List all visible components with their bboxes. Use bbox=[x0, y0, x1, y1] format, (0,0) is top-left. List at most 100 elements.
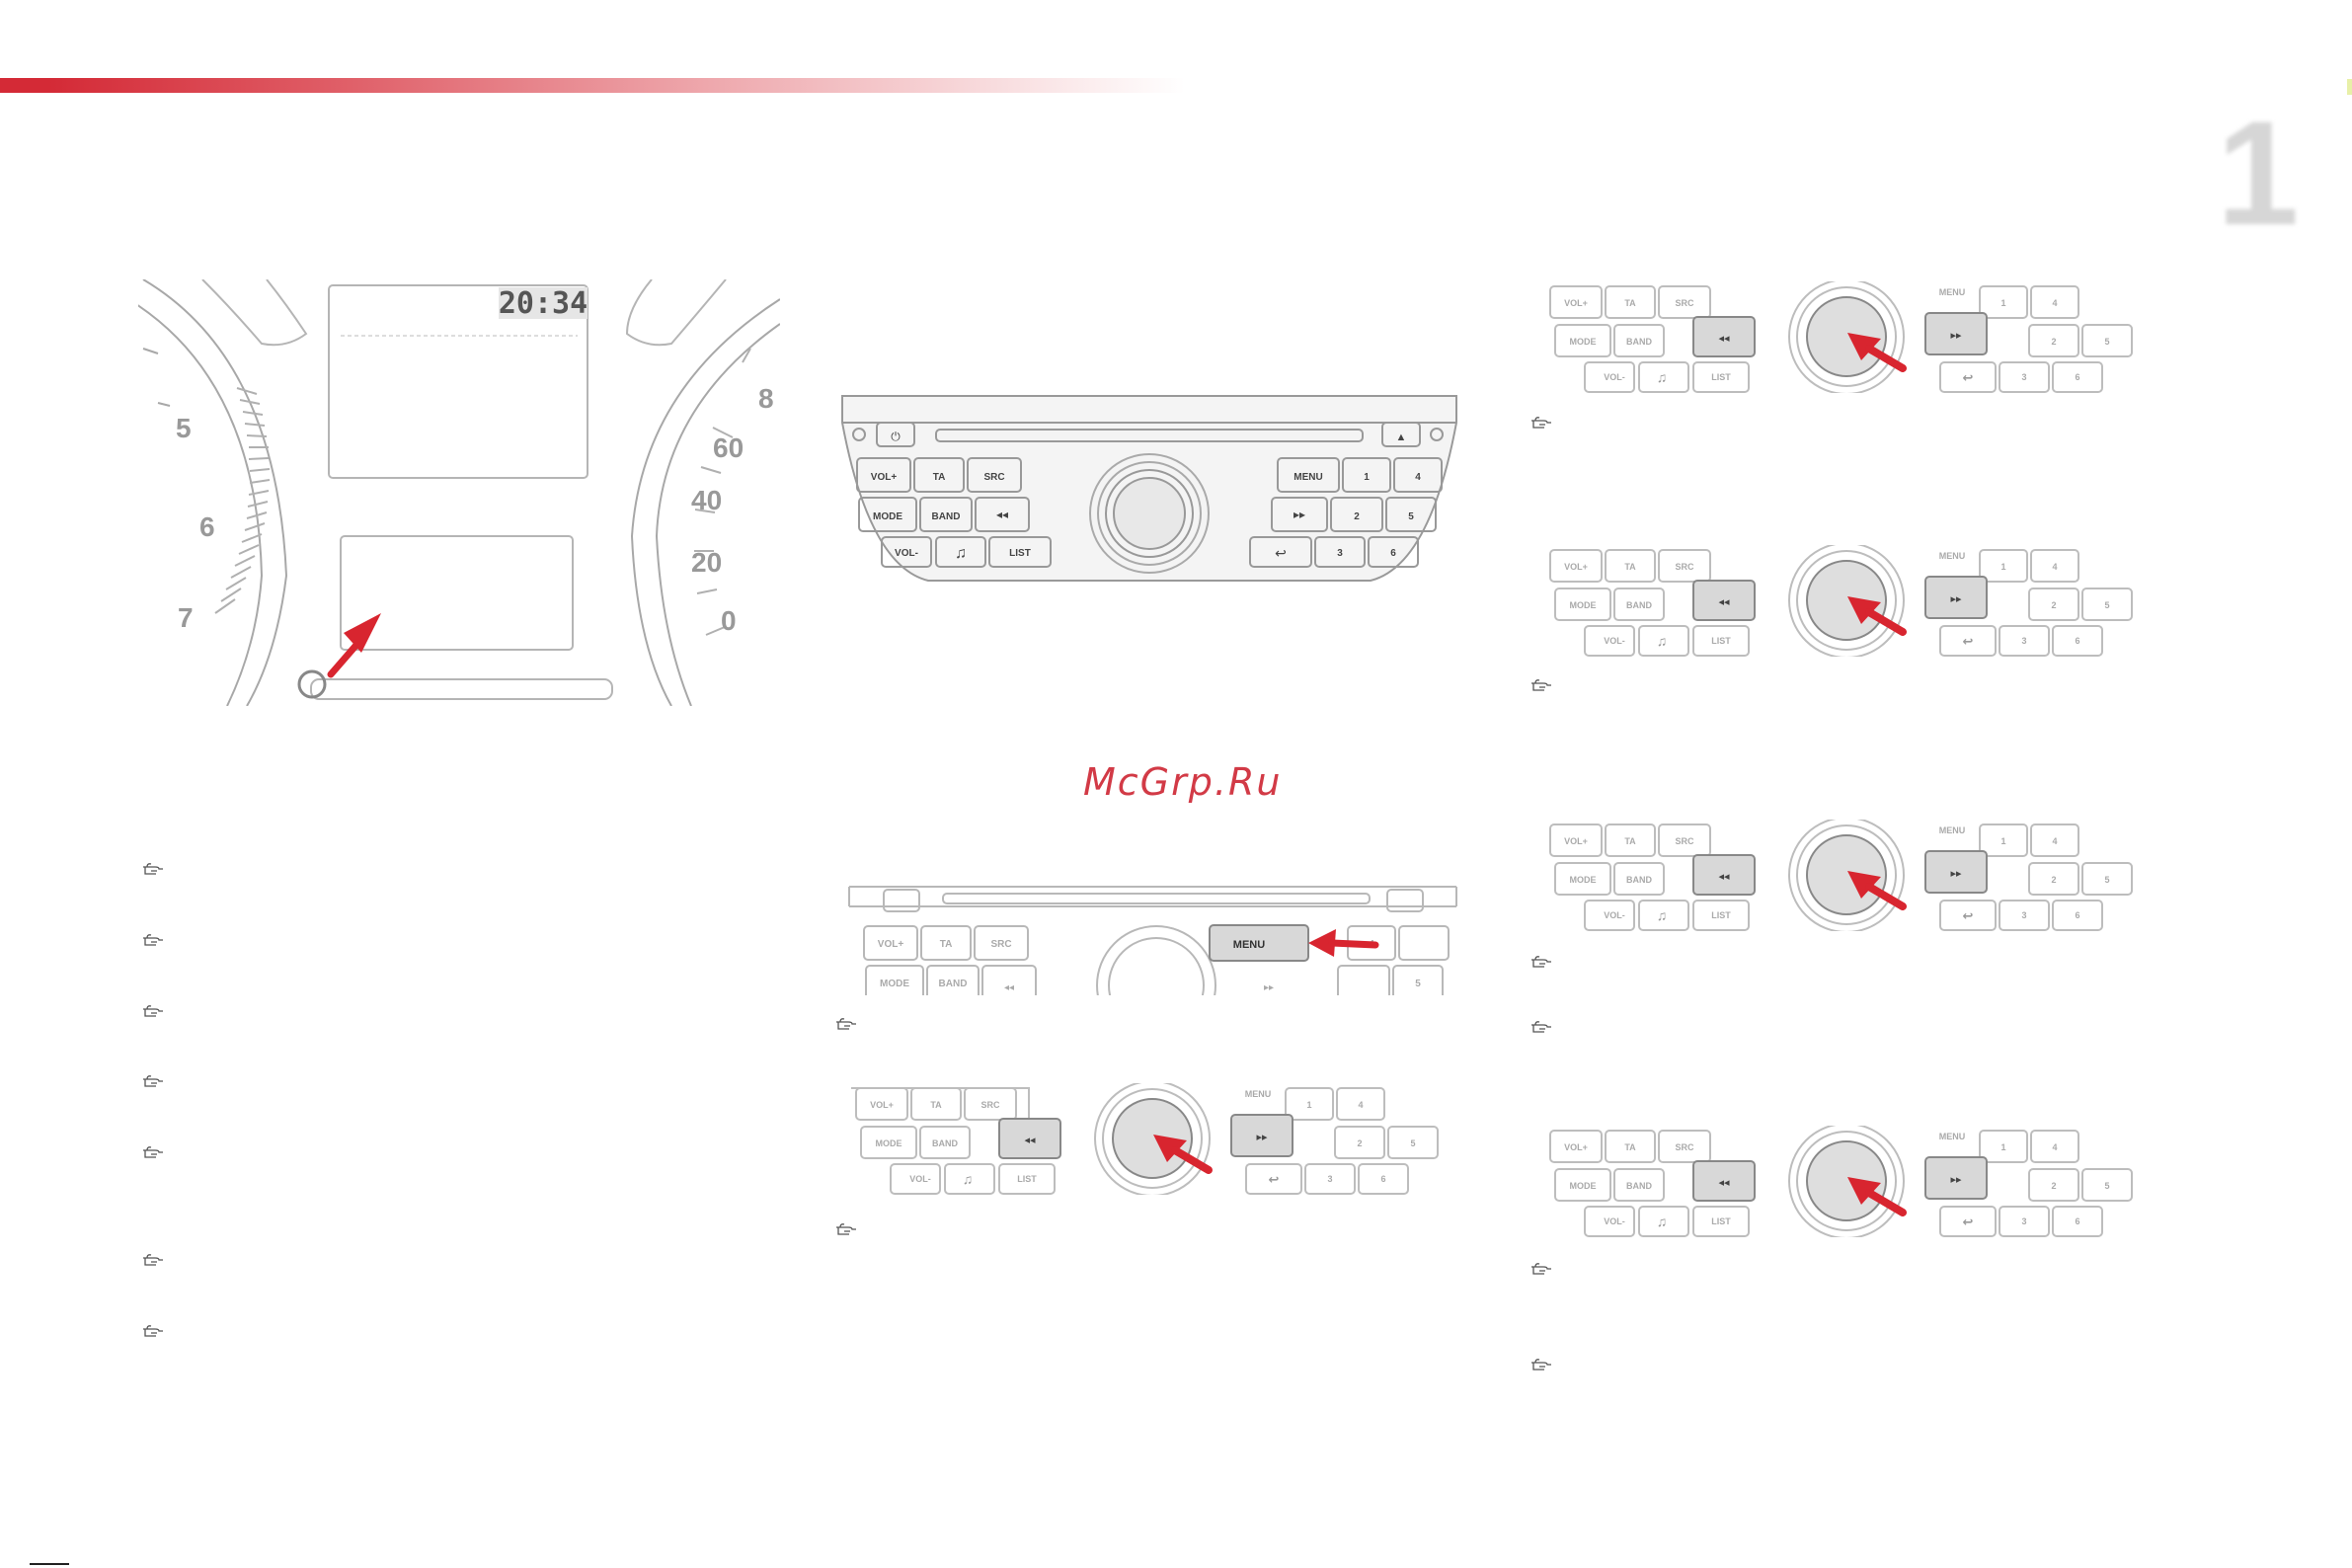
num-3-label: 3 bbox=[1327, 1174, 1332, 1184]
num-6-label: 6 bbox=[1380, 1174, 1385, 1184]
fast-forward-icon: ▸▸ bbox=[1256, 1132, 1268, 1143]
radio-knob-figure: VOL+ TA SRC MODE BAND VOL- LIST MENU 1 4… bbox=[1545, 820, 2143, 931]
band-label: BAND bbox=[932, 511, 961, 522]
menu-label: MENU bbox=[1939, 1132, 1966, 1141]
red-arrow-icon bbox=[1847, 333, 1881, 360]
menu-label: MENU bbox=[1245, 1089, 1272, 1099]
num-5-label: 5 bbox=[1410, 1138, 1415, 1148]
chapter-number: 1 bbox=[2217, 90, 2300, 256]
radio-knob-figure: VOL+ TA SRC MODE BAND VOL- LIST MENU 1 4… bbox=[851, 1083, 1449, 1195]
ta-label: TA bbox=[1624, 298, 1636, 308]
src-label: SRC bbox=[983, 472, 1004, 483]
red-arrow-icon bbox=[1847, 596, 1881, 624]
fast-forward-icon: ▸▸ bbox=[1950, 868, 1962, 880]
mode-label: MODE bbox=[1570, 875, 1597, 885]
menu-label: MENU bbox=[1939, 825, 1966, 835]
num-2-label: 2 bbox=[2051, 875, 2056, 885]
vol-plus-label: VOL+ bbox=[870, 1100, 894, 1110]
power-icon: ⏻ bbox=[891, 430, 901, 443]
fast-forward-icon: ▸▸ bbox=[1950, 1174, 1962, 1186]
vol-plus-label: VOL+ bbox=[1564, 298, 1588, 308]
num-2-label: 2 bbox=[2051, 337, 2056, 347]
num-3-label: 3 bbox=[2021, 1216, 2026, 1226]
num-6-label: 6 bbox=[1390, 548, 1396, 559]
pointing-hand-icon bbox=[1529, 1357, 1553, 1372]
list-label: LIST bbox=[1711, 372, 1731, 382]
fast-forward-icon: ▸▸ bbox=[1950, 330, 1962, 342]
num-5-label: 5 bbox=[2104, 600, 2109, 610]
speed-label: 40 bbox=[691, 485, 722, 515]
band-label: BAND bbox=[939, 979, 968, 989]
src-label: SRC bbox=[990, 939, 1011, 950]
num-4-label: 4 bbox=[1415, 472, 1421, 483]
num-1-label: 1 bbox=[1306, 1100, 1311, 1110]
speed-label: 60 bbox=[713, 432, 744, 463]
list-label: LIST bbox=[1711, 636, 1731, 646]
music-note-icon: ♫ bbox=[1657, 633, 1668, 649]
pointing-hand-icon bbox=[834, 1016, 858, 1032]
pointing-hand-icon bbox=[1529, 677, 1553, 693]
pointing-hand-icon bbox=[141, 1073, 165, 1089]
mode-label: MODE bbox=[1570, 600, 1597, 610]
radio-knob-figure: VOL+ TA SRC MODE BAND VOL- LIST MENU 1 4… bbox=[1545, 1126, 2143, 1237]
pointing-hand-icon bbox=[141, 861, 165, 877]
vol-plus-label: VOL+ bbox=[878, 939, 904, 950]
pointing-hand-icon bbox=[1529, 1019, 1553, 1035]
back-arrow-icon: ↩ bbox=[1963, 908, 1974, 923]
src-label: SRC bbox=[1675, 298, 1694, 308]
pointing-hand-icon bbox=[141, 1252, 165, 1268]
red-arrow-icon bbox=[1847, 871, 1881, 899]
radio-panel-figure: VOL+ TA SRC MODE BAND VOL- LIST MENU 1 4… bbox=[837, 393, 1461, 587]
num-2-label: 2 bbox=[2051, 1181, 2056, 1191]
red-arrow-icon bbox=[1308, 929, 1336, 957]
ta-label: TA bbox=[1624, 1142, 1636, 1152]
num-6-label: 6 bbox=[2075, 910, 2079, 920]
speed-label: 0 bbox=[721, 605, 737, 636]
src-label: SRC bbox=[1675, 1142, 1694, 1152]
rewind-icon: ◂◂ bbox=[996, 508, 1008, 521]
num-2-label: 2 bbox=[1357, 1138, 1362, 1148]
mode-label: MODE bbox=[880, 979, 909, 989]
pointing-hand-icon bbox=[141, 1323, 165, 1339]
radio-knob-figure: VOL+ TA SRC MODE BAND VOL- LIST MENU 1 4… bbox=[1545, 545, 2143, 657]
rewind-icon: ◂◂ bbox=[1718, 333, 1730, 345]
pointing-hand-icon bbox=[1529, 1261, 1553, 1277]
speed-label: 20 bbox=[691, 547, 722, 578]
rewind-icon: ◂◂ bbox=[1718, 871, 1730, 883]
red-arrow-icon bbox=[1847, 1177, 1881, 1205]
header-accent-bar bbox=[0, 78, 1185, 93]
num-1-label: 1 bbox=[2000, 836, 2005, 846]
band-label: BAND bbox=[1626, 600, 1652, 610]
list-label: LIST bbox=[1017, 1174, 1037, 1184]
num-1-label: 1 bbox=[2000, 298, 2005, 308]
num-6-label: 6 bbox=[2075, 372, 2079, 382]
tach-label: 5 bbox=[176, 413, 192, 443]
num-5-label: 5 bbox=[2104, 1181, 2109, 1191]
ta-label: TA bbox=[1624, 836, 1636, 846]
menu-label: MENU bbox=[1939, 287, 1966, 297]
num-1-label: 1 bbox=[2000, 1142, 2005, 1152]
num-3-label: 3 bbox=[2021, 636, 2026, 646]
menu-label: MENU bbox=[1939, 551, 1966, 561]
clock-display: 20:34 bbox=[499, 286, 588, 321]
num-5-label: 5 bbox=[2104, 337, 2109, 347]
vol-minus-label: VOL- bbox=[1604, 636, 1625, 646]
music-note-icon: ♫ bbox=[1657, 1214, 1668, 1229]
tach-label: 7 bbox=[178, 602, 194, 633]
ta-label: TA bbox=[933, 472, 946, 483]
pointing-hand-icon bbox=[1529, 954, 1553, 970]
pointing-hand-icon bbox=[1529, 415, 1553, 431]
vol-minus-label: VOL- bbox=[909, 1174, 931, 1184]
pointing-hand-icon bbox=[141, 1003, 165, 1019]
rewind-icon: ◂◂ bbox=[1024, 1135, 1036, 1146]
band-label: BAND bbox=[1626, 337, 1652, 347]
fast-forward-icon: ▸▸ bbox=[1950, 593, 1962, 605]
num-5-label: 5 bbox=[1415, 979, 1421, 989]
vol-minus-label: VOL- bbox=[895, 548, 918, 559]
num-3-label: 3 bbox=[1337, 548, 1343, 559]
num-4-label: 4 bbox=[2052, 836, 2057, 846]
pointing-hand-icon bbox=[834, 1221, 858, 1237]
vol-plus-label: VOL+ bbox=[1564, 1142, 1588, 1152]
back-arrow-icon: ↩ bbox=[1269, 1172, 1280, 1187]
fast-forward-icon: ▸▸ bbox=[1264, 982, 1274, 993]
